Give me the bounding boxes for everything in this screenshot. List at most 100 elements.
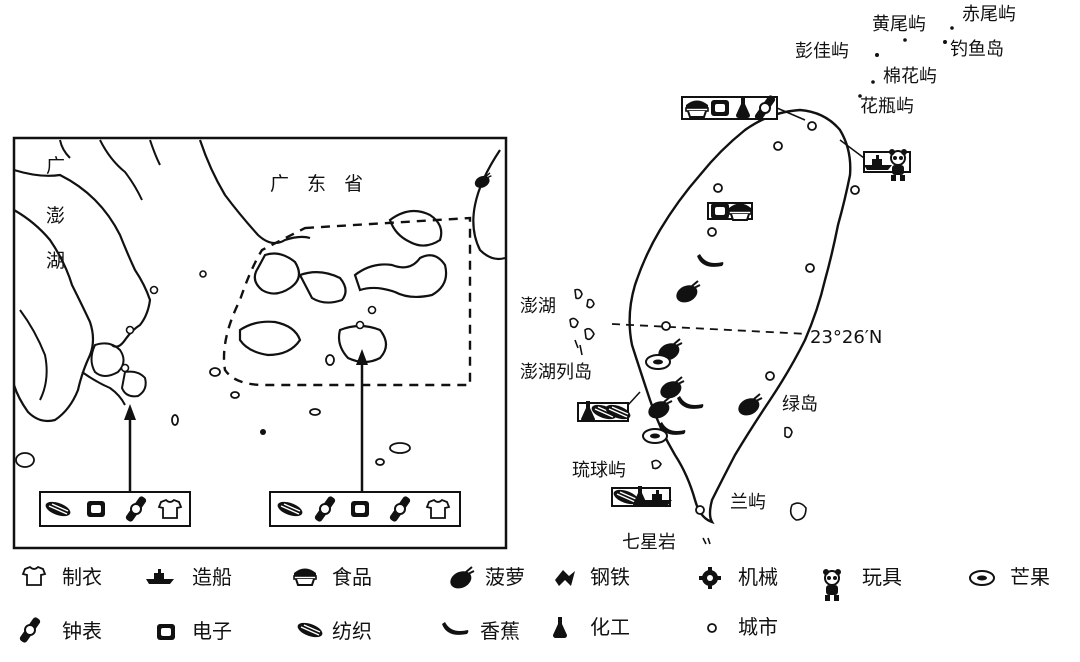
food-icon <box>293 567 317 586</box>
hk-island-2 <box>337 324 388 364</box>
label-huangwei: 黄尾屿 <box>872 14 926 35</box>
huangwei-dot <box>903 38 907 42</box>
city-icon <box>120 363 130 373</box>
banana-icon <box>442 622 469 635</box>
pineapple-icon <box>446 566 476 593</box>
rivers-north <box>59 139 161 201</box>
legend-item-toy: 玩具 <box>822 565 902 602</box>
label-pengjia: 彭佳屿 <box>795 41 849 62</box>
label-diaoyu: 钓鱼岛 <box>950 39 1004 60</box>
taiwan-map: 赤尾屿 黄尾屿 彭佳屿 钓鱼岛 棉花屿 花瓶屿 澎湖 澎湖列岛 23°26′N … <box>472 4 1016 553</box>
legend-item-clothing: 制衣 <box>22 565 102 589</box>
legend-item-watch: 钟表 <box>17 615 102 645</box>
legend-item-steel: 钢铁 <box>555 565 630 589</box>
legend-label: 化工 <box>590 615 630 639</box>
penghu-islands <box>569 288 595 356</box>
legend-item-food: 食品 <box>293 565 372 589</box>
huaping-dot <box>858 94 862 98</box>
chiwei-dot <box>950 26 954 30</box>
clothing-icon <box>22 566 46 586</box>
legend-item-electronics: 电子 <box>157 619 232 643</box>
qixingyan-rocks <box>702 537 711 545</box>
industry-box-southwest <box>577 391 641 423</box>
label-mianhua: 棉花屿 <box>883 66 937 87</box>
city-icon <box>125 325 135 335</box>
small-islands <box>15 354 411 468</box>
city-icon <box>260 429 266 435</box>
label-huaping: 花瓶屿 <box>860 96 914 117</box>
legend-label: 香蕉 <box>480 619 520 643</box>
legend-label: 电子 <box>192 619 232 643</box>
legend-label: 城市 <box>738 615 778 639</box>
label-guangdong: 广 东 省 <box>270 173 369 195</box>
chemical-icon <box>553 617 567 638</box>
machinery-icon <box>699 567 721 589</box>
hong-kong-coast <box>253 252 448 304</box>
electronics-icon <box>157 624 175 640</box>
inset-frame <box>12 136 508 550</box>
legend-label: 玩具 <box>862 565 902 589</box>
city-icon <box>149 285 159 295</box>
industry-box-mid <box>707 202 753 221</box>
coast-segment <box>81 371 126 406</box>
legend-label: 菠萝 <box>485 565 525 589</box>
label-penghu-2: 湖 <box>46 250 65 272</box>
mianhua-dot <box>871 80 875 84</box>
label-penghu-1: 澎 <box>46 205 65 227</box>
inset-map: 广 澎 湖 广 东 省 <box>12 136 508 550</box>
legend-item-textile: 纺织 <box>295 619 372 643</box>
textile-icon <box>295 619 325 641</box>
arrowhead-right <box>356 349 368 365</box>
legend-label: 钢铁 <box>590 565 630 589</box>
legend-item-ship: 造船 <box>146 565 232 589</box>
mango-icon <box>969 570 995 586</box>
legend: 制衣 造船 食品 菠萝 钢铁 机械 玩具 芒果 <box>17 565 1050 645</box>
taiwan-island <box>628 108 852 525</box>
label-guang: 广 <box>46 155 65 177</box>
liuqiu-island <box>651 459 662 470</box>
lanyu-island <box>789 502 807 521</box>
label-penghu-islands: 澎湖列岛 <box>520 362 592 383</box>
label-chiwei: 赤尾屿 <box>962 4 1016 25</box>
label-liuqiu: 琉球屿 <box>572 460 626 481</box>
city-icon <box>199 270 207 278</box>
watch-icon <box>17 615 43 645</box>
toy-icon <box>822 568 842 602</box>
legend-item-city: 城市 <box>707 615 778 639</box>
legend-label: 机械 <box>738 565 778 589</box>
zhuhai <box>90 342 125 377</box>
legend-item-chemical: 化工 <box>553 615 630 639</box>
label-penghu: 澎湖 <box>520 296 556 317</box>
steel-icon <box>555 570 575 586</box>
city-icon <box>367 305 377 315</box>
label-qixingyan: 七星岩 <box>622 532 676 553</box>
legend-label: 纺织 <box>332 619 372 643</box>
industry-box-right <box>269 491 461 527</box>
coastline-guangdong <box>198 139 311 245</box>
diaoyu-dot <box>943 40 947 44</box>
hong-kong-island <box>388 209 443 247</box>
industry-box-left <box>39 491 191 527</box>
legend-label: 制衣 <box>62 565 102 589</box>
industry-box-south <box>611 486 672 508</box>
city-icon <box>707 623 717 633</box>
lvdao-island <box>784 426 793 439</box>
lantau-island <box>238 320 302 357</box>
legend-label: 芒果 <box>1010 565 1050 589</box>
ship-icon <box>146 569 174 584</box>
tropic-of-cancer-line <box>611 323 809 335</box>
legend-label: 钟表 <box>62 619 102 643</box>
arrowhead-left <box>124 404 136 420</box>
hong-kong-boundary <box>222 216 472 387</box>
industry-box-northeast <box>839 139 911 182</box>
macau <box>120 370 147 398</box>
legend-label: 食品 <box>332 565 372 589</box>
pengjia-dot <box>875 53 879 57</box>
industry-box-north <box>681 93 806 123</box>
legend-item-machinery: 机械 <box>699 565 778 589</box>
legend-label: 造船 <box>192 565 232 589</box>
legend-item-pineapple: 菠萝 <box>446 565 525 593</box>
legend-item-mango: 芒果 <box>969 565 1050 589</box>
legend-item-banana: 香蕉 <box>442 619 520 643</box>
